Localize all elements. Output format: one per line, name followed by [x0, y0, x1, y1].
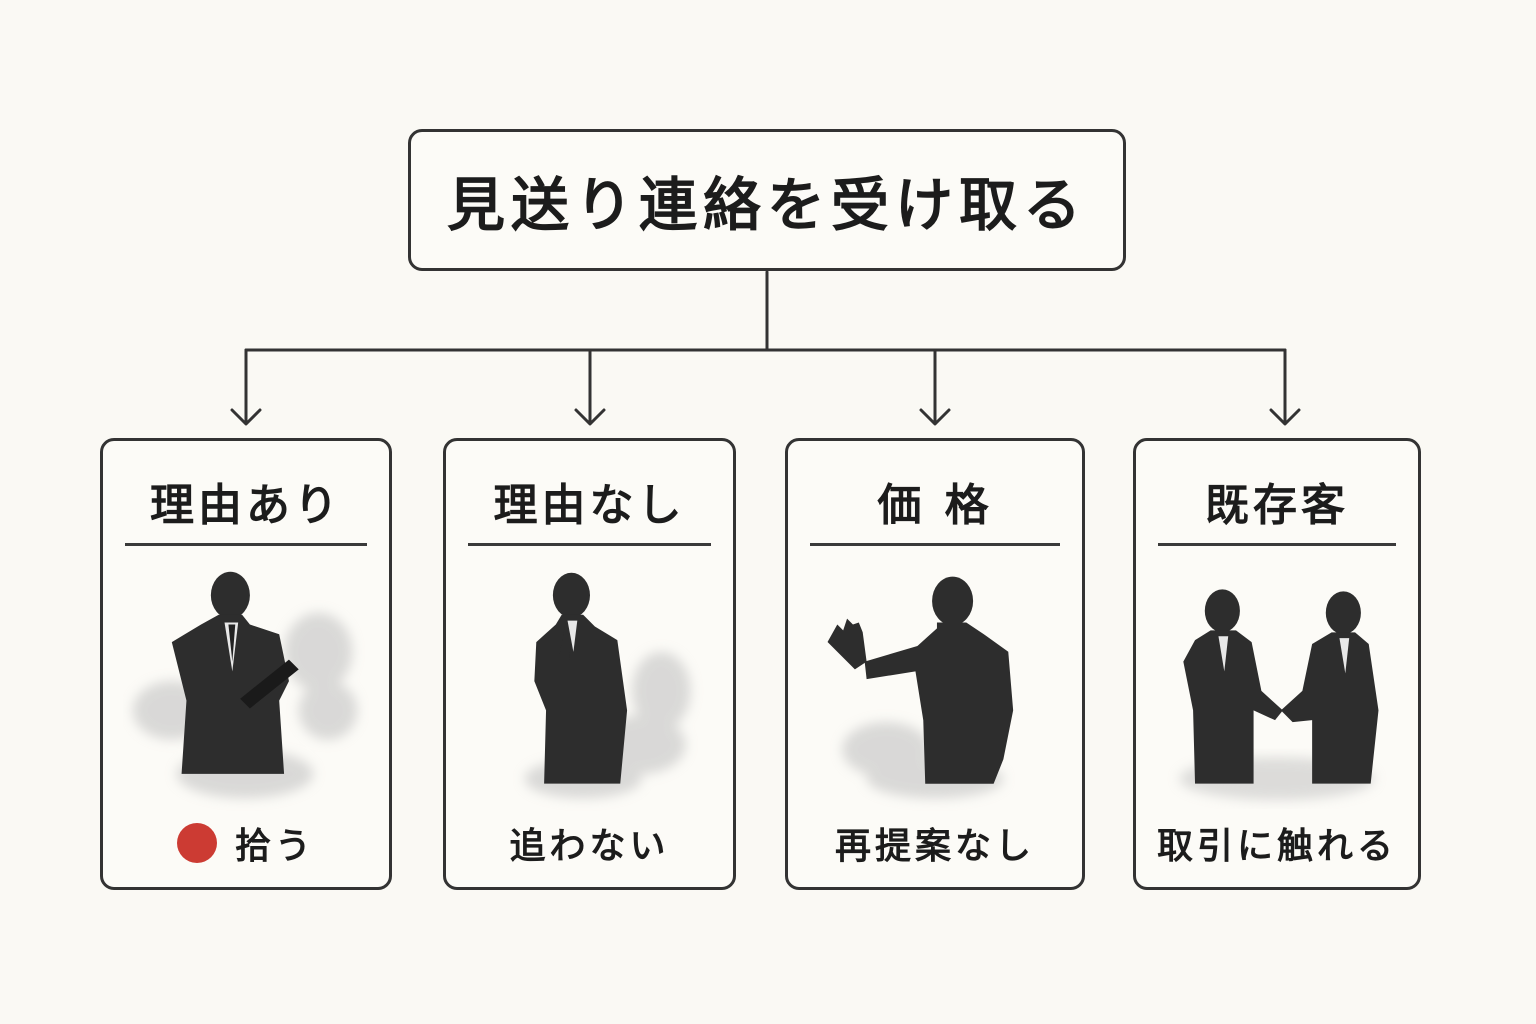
person-thinking-icon [466, 561, 713, 811]
branch-action: 拾う [103, 817, 389, 869]
branch-action: 取引に触れる [1136, 817, 1418, 869]
branch-action: 追わない [446, 817, 733, 869]
handshake-icon [1156, 561, 1398, 811]
branch-divider [468, 543, 711, 546]
root-node: 見送り連絡を受け取る [408, 129, 1126, 271]
root-title: 見送り連絡を受け取る [446, 171, 1087, 239]
branch-card-no-reason: 理由なし 追わない [443, 438, 736, 890]
branch-title: 既存客 [1205, 480, 1349, 531]
branch-card-price: 価 格 再提案なし [785, 438, 1085, 890]
person-stop-gesture-icon [808, 561, 1062, 811]
branch-divider [1158, 543, 1396, 546]
branch-divider [125, 543, 367, 546]
branch-divider [810, 543, 1060, 546]
branch-card-existing-customer: 既存客 取引に触れる [1133, 438, 1421, 890]
branch-title: 価 格 [877, 480, 993, 531]
red-dot-marker-icon [176, 823, 217, 863]
branch-action-label: 追わない [509, 825, 670, 867]
branch-title: 理由あり [150, 480, 342, 531]
branch-action-label: 取引に触れる [1156, 825, 1397, 867]
person-writing-clipboard-icon [123, 561, 369, 811]
branch-card-reason-given: 理由あり 拾う [100, 438, 392, 890]
branch-action-label: 再提案なし [834, 825, 1035, 867]
branch-title: 理由なし [493, 480, 686, 531]
branch-action-label: 拾う [234, 825, 315, 867]
branch-action: 再提案なし [788, 817, 1082, 869]
